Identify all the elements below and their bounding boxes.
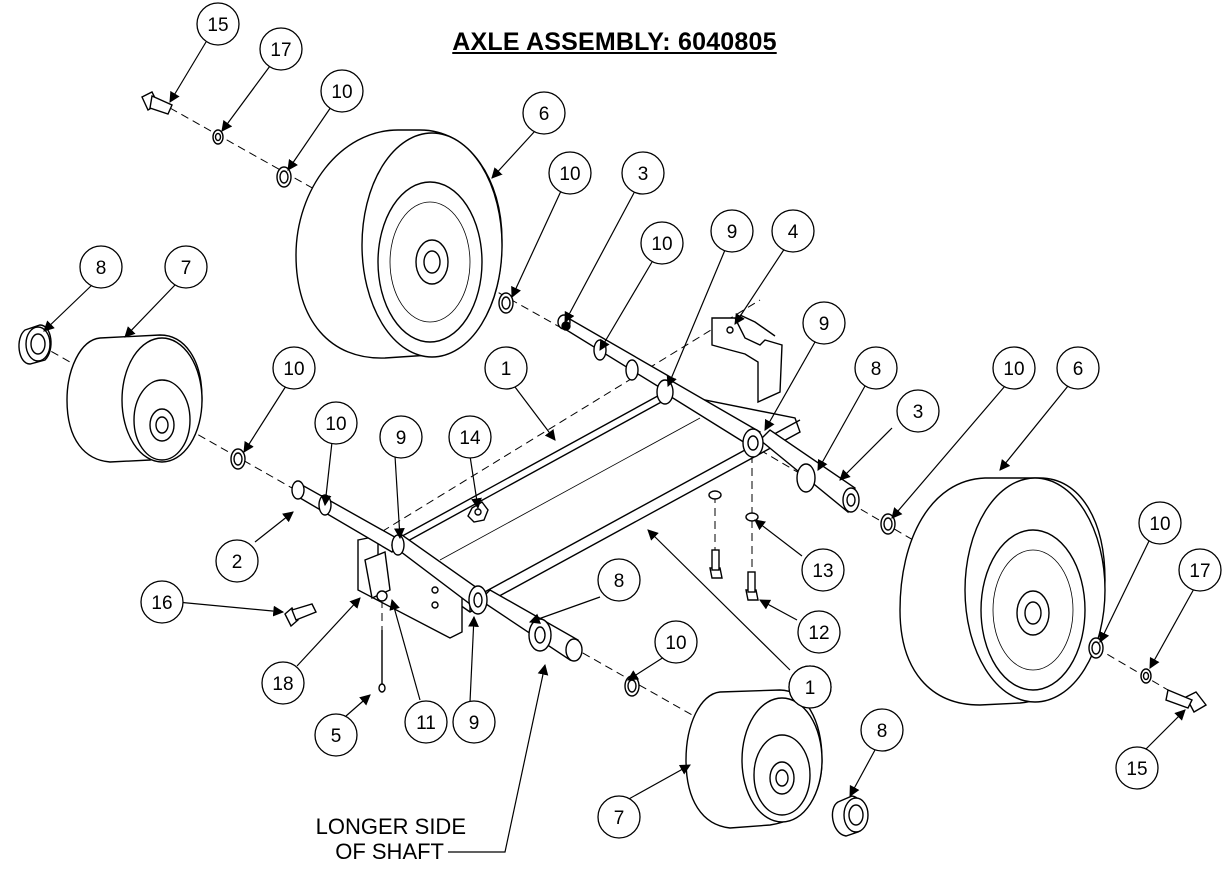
callout-balloon (140, 580, 184, 624)
callout-balloon (215, 539, 259, 583)
callout-number: 8 (614, 571, 625, 592)
callout-balloon (788, 665, 832, 709)
callout-number: 9 (727, 222, 738, 243)
callout-balloon (320, 69, 364, 113)
callout-balloon (992, 346, 1036, 390)
front-plate (357, 535, 463, 639)
callout-balloon (597, 795, 641, 839)
drawing-title: AXLE ASSEMBLY: 6040805 (452, 28, 777, 56)
callout-balloon (801, 548, 845, 592)
callout-balloon (640, 221, 684, 265)
callout-number: 9 (819, 314, 830, 335)
callout-balloon (654, 620, 698, 664)
callout-number: 11 (416, 713, 436, 734)
callout-number: 15 (207, 15, 228, 36)
callout-balloon (379, 415, 423, 459)
callout-balloon (1056, 346, 1100, 390)
small-wheel-left (66, 334, 203, 463)
callout-balloon (1115, 746, 1159, 790)
callout-balloon (771, 209, 815, 253)
longer-side-note-line2: OF SHAFT (335, 839, 444, 864)
callout-number: 17 (1189, 561, 1210, 582)
callout-balloon (854, 346, 898, 390)
callout-balloon (79, 245, 123, 289)
callout-number: 6 (539, 104, 550, 125)
callout-balloon (272, 346, 316, 390)
callout-number: 10 (325, 414, 346, 435)
callout-balloon (797, 610, 841, 654)
callout-number: 8 (871, 359, 882, 380)
longer-side-note-line1: LONGER SIDE (315, 814, 466, 839)
callout-number: 16 (151, 593, 172, 614)
callout-number: 15 (1126, 759, 1147, 780)
callout-number: 14 (459, 428, 481, 449)
callout-number: 2 (232, 552, 243, 573)
callout-number: 18 (272, 674, 293, 695)
callout-number: 1 (805, 678, 816, 699)
callout-balloon (1178, 548, 1222, 592)
callout-balloon (522, 91, 566, 135)
callout-balloon (548, 151, 592, 195)
callout-balloon (896, 389, 940, 433)
mounting-bracket (711, 314, 783, 404)
washers (212, 129, 1152, 697)
callout-number: 5 (331, 726, 342, 747)
callout-balloon (164, 245, 208, 289)
callout-number: 10 (665, 633, 686, 654)
callout-number: 4 (788, 222, 799, 243)
callout-balloon (259, 27, 303, 71)
callout-number: 10 (1003, 359, 1024, 380)
callout-balloon (860, 708, 904, 752)
small-wheel-right (685, 689, 823, 829)
callout-number: 7 (181, 258, 192, 279)
callout-balloon (404, 700, 448, 744)
callout-balloon (448, 415, 492, 459)
callout-number: 8 (96, 258, 107, 279)
callout-number: 9 (396, 428, 407, 449)
callout-balloon (484, 346, 528, 390)
callout-number: 3 (638, 164, 649, 185)
callout-balloon (261, 661, 305, 705)
callout-number: 6 (1073, 359, 1084, 380)
callout-balloon (802, 301, 846, 345)
callout-balloon (314, 713, 358, 757)
callout-number: 13 (812, 561, 833, 582)
callout-number: 10 (1149, 514, 1170, 535)
leader-lines (43, 41, 1196, 801)
bolts (141, 91, 1208, 713)
callout-number: 9 (469, 713, 480, 734)
large-wheel-upper (295, 129, 503, 359)
callout-balloon (452, 700, 496, 744)
callout-number: 12 (808, 623, 829, 644)
callout-number: 10 (651, 234, 672, 255)
callout-number: 3 (913, 402, 924, 423)
callout-balloon (621, 151, 665, 195)
callout-balloon (314, 401, 358, 445)
callout-balloon (597, 558, 641, 602)
callout-number: 10 (331, 82, 352, 103)
large-wheel-lower (899, 477, 1106, 706)
callout-balloon (196, 2, 240, 46)
callout-number: 10 (559, 164, 580, 185)
callout-number: 10 (283, 359, 304, 380)
callout-balloon (710, 209, 754, 253)
callout-number: 17 (270, 40, 291, 61)
callout-balloon (1138, 501, 1182, 545)
callout-number: 8 (877, 721, 888, 742)
longer-side-leader (448, 663, 549, 853)
callout-number: 7 (614, 808, 625, 829)
callout-number: 1 (501, 359, 512, 380)
